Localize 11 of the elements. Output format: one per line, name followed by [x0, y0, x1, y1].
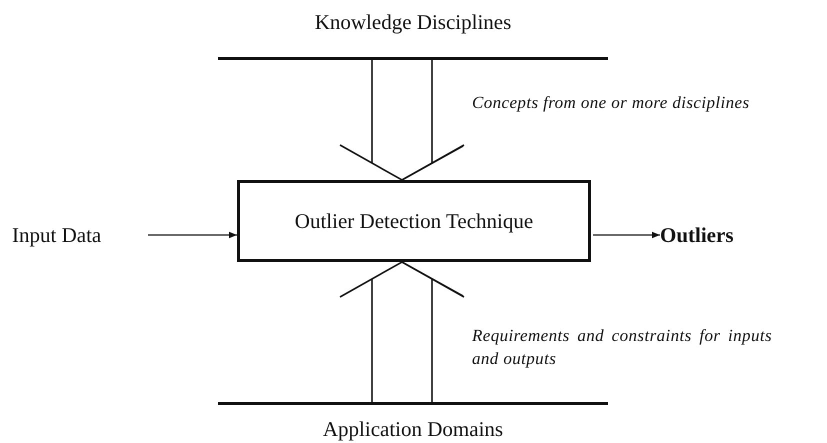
domain-bar: [218, 402, 608, 442]
block-arrow: [339, 261, 465, 404]
block-arrow: [339, 58, 465, 181]
node-text: Outlier Detection Technique: [294, 208, 534, 234]
arrow: [593, 232, 660, 238]
arrow: [148, 232, 237, 238]
node-text: Knowledge Disciplines: [314, 10, 512, 35]
node-text: Application Domains: [322, 417, 504, 442]
process-box: [237, 180, 591, 262]
node-text: Input Data: [11, 222, 102, 248]
node-text: Outliers: [659, 222, 734, 248]
